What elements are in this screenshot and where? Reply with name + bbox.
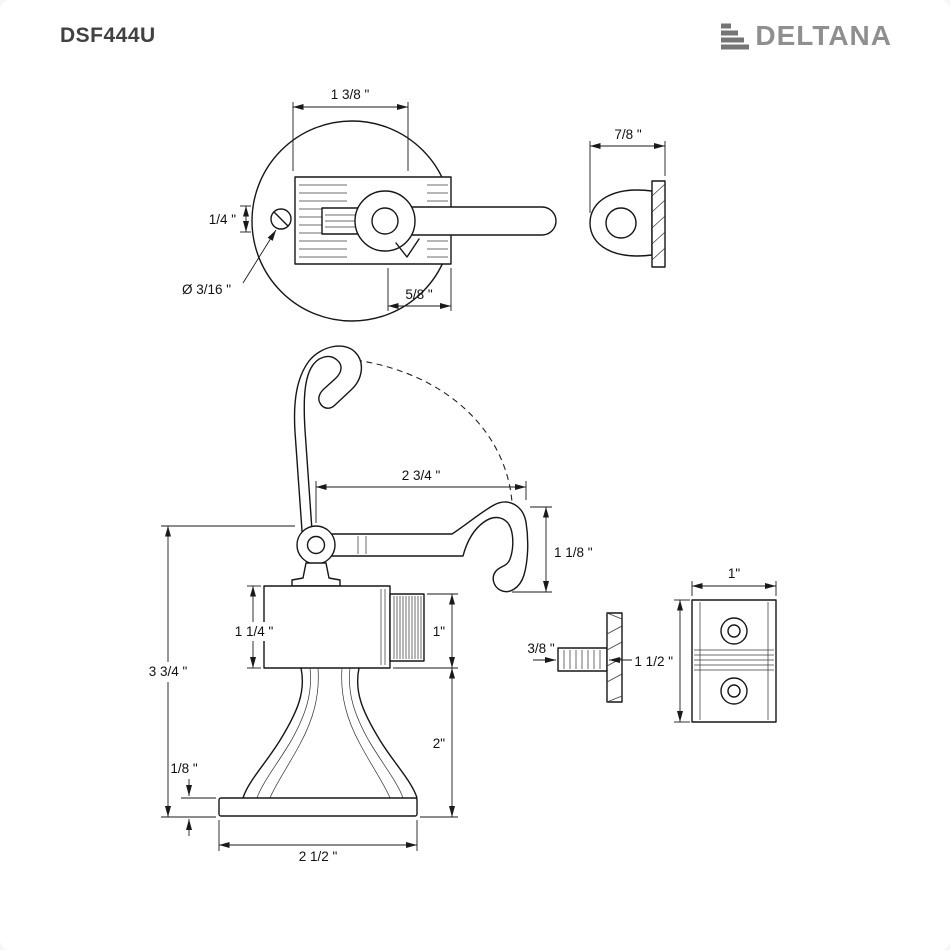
keeper-side-view xyxy=(557,612,623,703)
brand-name: DELTANA xyxy=(755,20,892,51)
hook-bar-detail-lines xyxy=(357,536,367,554)
dim-label-stem-height: 2" xyxy=(433,736,446,751)
dim-hole-offset: 1/4 " xyxy=(209,205,251,233)
doorstop-body xyxy=(263,585,391,669)
keeper-front-view xyxy=(691,599,777,723)
flare-shading-curves xyxy=(256,667,404,799)
keeper-screw-hole-top-inner xyxy=(727,624,741,638)
deltana-logo-icon xyxy=(721,23,750,50)
dim-base-thickness: 1/8 " xyxy=(170,761,216,836)
base-plate xyxy=(218,797,418,817)
keeper-plate-hatch xyxy=(651,183,666,261)
pedestal-flare-right xyxy=(356,667,418,799)
hook-lever-arm xyxy=(399,206,557,236)
dim-keeper-front-height: 1 1/2 " xyxy=(634,599,690,723)
keeper-side-plate xyxy=(606,612,623,703)
keeper-top-view xyxy=(589,180,666,268)
dim-bumper-height: 1" xyxy=(393,593,458,669)
dim-label-pivot-to-edge: 5/8 " xyxy=(405,287,433,302)
dim-label-hole-diameter: Ø 3/16 " xyxy=(182,282,231,297)
hook-engaged-position xyxy=(329,501,529,593)
hook-swing-arc xyxy=(355,359,513,503)
pivot-post xyxy=(291,562,341,587)
keeper-screw-hole-bottom-inner xyxy=(727,684,741,698)
keeper-plate-top-bevel xyxy=(606,612,623,620)
dim-label-base-thickness: 1/8 " xyxy=(170,761,198,776)
keeper-stem-hatch xyxy=(563,650,601,669)
product-code: DSF444U xyxy=(60,24,156,47)
dim-keeper-front-width: 1" xyxy=(691,566,777,596)
dim-label-keeper-front-width: 1" xyxy=(728,566,741,581)
dim-label-latch-width: 1 3/8 " xyxy=(331,87,370,102)
doorstop-side-view xyxy=(218,345,529,817)
hook-pivot-pin xyxy=(306,535,326,555)
dim-keeper-top-width: 7/8 " xyxy=(589,127,666,213)
latch-notch xyxy=(395,238,420,258)
dim-label-body-height: 1 1/4 " xyxy=(235,624,274,639)
sheet-header: DSF444U DELTANA xyxy=(0,0,950,70)
screw-slot xyxy=(273,211,289,227)
dim-label-hole-offset: 1/4 " xyxy=(209,212,237,227)
dim-label-keeper-top-width: 7/8 " xyxy=(614,127,642,142)
dim-label-base-width: 2 1/2 " xyxy=(299,849,338,864)
dim-hole-diameter: Ø 3/16 " xyxy=(182,229,277,297)
dim-label-bumper-height: 1" xyxy=(433,624,446,639)
dim-latch-width: 1 3/8 " xyxy=(292,87,409,171)
keeper-plate-bottom-bevel xyxy=(606,695,623,703)
dim-hook-reach: 2 3/4 " xyxy=(315,468,527,523)
dim-keeper-stem-length: 3/8 " xyxy=(527,641,632,663)
dim-label-hook-height: 1 1/8 " xyxy=(554,545,593,560)
dim-hook-height: 1 1/8 " xyxy=(512,506,593,593)
dim-stem-height: 2" xyxy=(420,668,458,818)
rubber-bumper xyxy=(389,593,425,662)
brand-logo: DELTANA xyxy=(721,20,892,52)
hook-latch-top-view xyxy=(251,120,557,322)
body-joint-lines xyxy=(380,589,386,665)
keeper-eye-hole xyxy=(605,207,637,239)
dim-overall-height: 3 3/4 " xyxy=(130,525,295,818)
dim-body-height: 1 1/4 " xyxy=(226,585,282,669)
pedestal-flare-left xyxy=(242,667,304,799)
dim-label-keeper-stem-length: 3/8 " xyxy=(527,641,555,656)
dim-label-hook-reach: 2 3/4 " xyxy=(402,468,441,483)
dim-base-width: 2 1/2 " xyxy=(218,820,418,864)
dim-pivot-to-edge: 5/8 " xyxy=(387,268,452,311)
hook-raised-position xyxy=(293,345,362,546)
dim-label-overall-height: 3 3/4 " xyxy=(149,664,188,679)
dim-label-keeper-front-height: 1 1/2 " xyxy=(634,654,673,669)
bumper-hatch xyxy=(393,596,422,659)
keeper-front-hatch xyxy=(694,649,774,671)
keeper-screw-hole-top xyxy=(720,617,748,645)
pivot-ring-inner xyxy=(371,207,399,235)
keeper-screw-hole-bottom xyxy=(720,677,748,705)
